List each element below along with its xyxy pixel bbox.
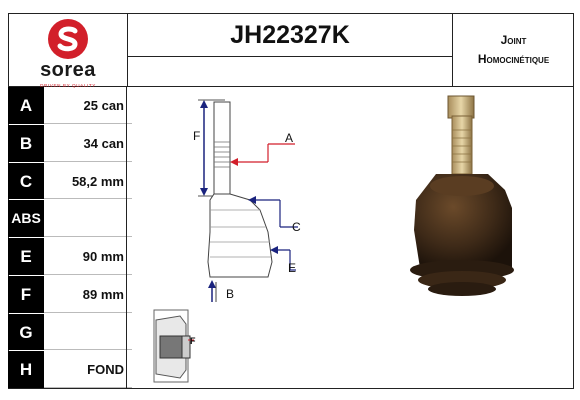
brand-tagline: DRIVEN BY QUALITY [40,83,96,88]
dimension-value: 34 can [44,125,132,162]
dimension-key: E [8,238,44,275]
dimension-key: B [8,124,44,162]
dimension-value [44,200,132,237]
label-a: A [285,131,293,145]
dimension-key: A [8,87,44,124]
dimension-value: 90 mm [44,238,132,275]
label-c: C [292,220,301,234]
part-number: JH22327K [128,13,452,57]
dimension-key: ABS [8,200,44,237]
cv-joint-diagram: F A C E B [153,99,301,383]
label-f: F [193,129,200,143]
label-f-small: F [190,336,196,346]
dimension-value [44,314,132,351]
category-line-2: Homocinétique [477,52,550,66]
dimension-key: H [8,351,44,388]
brand-logo: sorea DRIVEN BY QUALITY [8,13,128,88]
nut-detail-diagram: F [153,309,196,383]
dimension-key: G [8,313,44,351]
column-divider [126,87,127,389]
product-category: Joint Homocinétique [452,13,574,87]
dimension-value: 89 mm [44,276,132,313]
brand-s-icon [48,19,88,59]
label-b: B [226,287,234,301]
dimension-row: G [8,313,132,352]
label-e: E [288,261,296,275]
header-sub-strip [128,57,452,87]
brand-name: sorea [40,59,96,81]
dimension-row: ABS [8,200,132,238]
dimension-key: F [8,275,44,313]
dimension-value: FOND [44,351,132,388]
cv-joint-photo [410,95,514,296]
dimension-value: 25 can [44,87,132,124]
category-line-1: Joint [500,33,527,47]
dimension-value: 58,2 mm [44,163,132,200]
dimension-key: C [8,162,44,200]
